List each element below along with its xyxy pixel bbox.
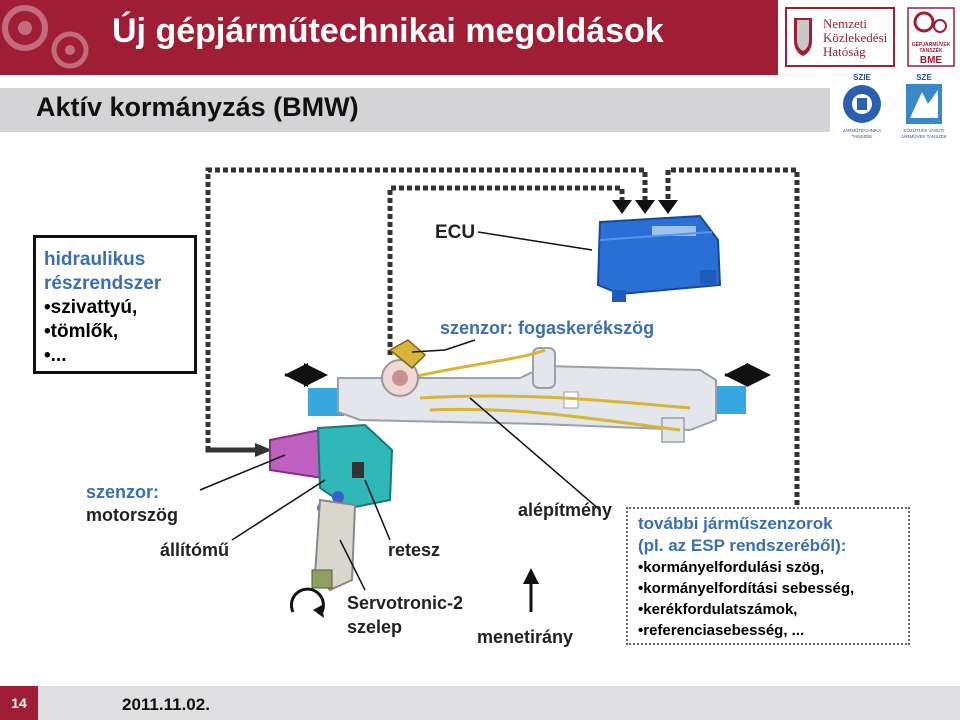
hyd-item1: •szivattyú, — [44, 297, 138, 318]
ecu-input-arrows — [612, 200, 678, 214]
footer-bar — [0, 686, 960, 720]
label-sensor-motor1: szenzor: — [86, 482, 160, 502]
slide-main-title: Új gépjárműtechnikai megoldások — [112, 12, 664, 50]
leader-lines — [199, 339, 601, 591]
ecu-unit — [596, 214, 722, 302]
label-sensor-motor2: motorszög — [86, 505, 178, 525]
wheel-icon — [913, 11, 935, 33]
hyd-item2: •tömlők, — [44, 321, 119, 342]
sens-item1: •kormányelfordulási szög, — [638, 559, 825, 576]
hyd-title1: hidraulikus — [44, 249, 146, 270]
label-sensor-pinion: szenzor: fogaskerékszög — [440, 318, 654, 339]
label-actuator: állítómű — [160, 540, 230, 560]
bme-line3: BME — [920, 55, 943, 66]
hydraulic-lines — [399, 348, 691, 432]
label-body: alépítmény — [518, 500, 613, 520]
sens-title2: (pl. az ESP rendszeréből): — [638, 536, 847, 555]
sens-item4: •referenciasebesség, ... — [638, 622, 805, 639]
footer-date: 2011.11.02. — [122, 695, 210, 714]
hyd-title2: részrendszer — [44, 273, 162, 294]
steering-rack — [308, 339, 746, 443]
actuator-assembly — [269, 423, 394, 592]
sens-item3: •kerékfordulatszámok, — [638, 601, 798, 618]
hydraulic-subsystem-box: hidraulikus részrendszer •szivattyú, •tö… — [33, 235, 197, 374]
label-valve1: Servotronic-2 — [347, 593, 464, 613]
signal-line-pinion — [387, 185, 625, 355]
label-direction: menetirány — [477, 627, 574, 647]
label-ecu: ECU — [435, 222, 476, 243]
logo-area: Nemzeti Közlekedési Hatóság GÉPJÁRMŰVEK … — [775, 0, 960, 75]
arrow-right-icon — [255, 443, 272, 457]
label-sensor-pinion-text: szenzor: fogaskerékszög — [440, 318, 655, 338]
arrow-down-icon — [635, 200, 655, 214]
signal-lines — [205, 167, 800, 505]
label-lock: retesz — [388, 540, 441, 560]
bme-logo: GÉPJÁRMŰVEK TANSZÉK BME — [907, 7, 955, 67]
nkh-line2: Közlekedési — [823, 30, 888, 45]
bme-line1: GÉPJÁRMŰVEK — [912, 40, 951, 48]
hyd-item3: •... — [44, 345, 67, 366]
nkh-line3: Hatóság — [823, 44, 866, 59]
additional-sensors-box: további járműszenzorok (pl. az ESP rends… — [626, 507, 910, 645]
rotation-icon — [289, 587, 325, 616]
sens-title1: további járműszenzorok — [638, 514, 833, 533]
nkh-logo: Nemzeti Közlekedési Hatóság — [785, 7, 895, 67]
arrow-down-icon — [658, 200, 678, 214]
title-bar — [0, 0, 775, 75]
nkh-line1: Nemzeti — [823, 16, 867, 31]
sens-item2: •kormányelfordítási sebesség, — [638, 580, 855, 597]
label-valve2: szelep — [347, 617, 403, 637]
arrow-down-icon — [612, 200, 632, 214]
electric-motor — [269, 428, 324, 480]
signal-line-motor — [205, 167, 648, 453]
page-number: 14 — [0, 686, 38, 720]
bme-line2: TANSZÉK — [919, 46, 943, 54]
slide-subtitle: Aktív kormányzás (BMW) — [36, 92, 359, 122]
logos-svg: Nemzeti Közlekedési Hatóság GÉPJÁRMŰVEK … — [785, 7, 955, 67]
subtitle-bar — [0, 88, 830, 132]
gear-pattern-icon — [2, 5, 89, 69]
